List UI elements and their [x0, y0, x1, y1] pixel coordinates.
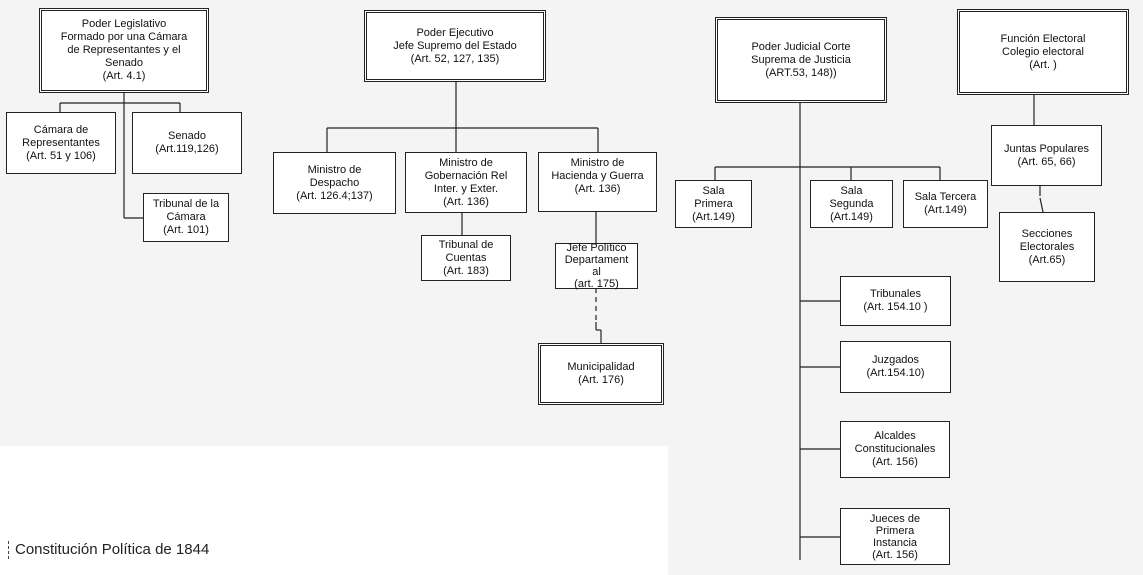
alcaldes-box: Alcaldes Constitucionales (Art. 156)	[840, 421, 950, 478]
sala-tercera-box: Sala Tercera (Art.149)	[903, 180, 988, 228]
municipalidad-label: Municipalidad (Art. 176)	[567, 361, 635, 386]
jueces-primera-instancia-box: Jueces de Primera Instancia (Art. 156)	[840, 508, 950, 565]
camara-representantes-box: Cámara de Representantes (Art. 51 y 106)	[6, 112, 116, 174]
tribunal-camara-box: Tribunal de la Cámara (Art. 101)	[143, 193, 229, 242]
juzgados-label: Juzgados (Art.154.10)	[866, 354, 925, 379]
tribunales-box: Tribunales (Art. 154.10 )	[840, 276, 951, 326]
sala-tercera-label: Sala Tercera (Art.149)	[914, 191, 977, 216]
ejecutivo-head-box: Poder Ejecutivo Jefe Supremo del Estado …	[364, 10, 546, 82]
ministro-despacho-label: Ministro de Despacho (Art. 126.4;137)	[296, 163, 373, 202]
judicial-head-label: Poder Judicial Corte Suprema de Justicia…	[751, 40, 851, 79]
juntas-populares-box: Juntas Populares (Art. 65, 66)	[991, 125, 1102, 186]
jefe-politico-label: Jefe Político Departament al (art. 175)	[564, 242, 629, 290]
municipalidad-box: Municipalidad (Art. 176)	[538, 343, 664, 405]
ministro-gobernacion-box: Ministro de Gobernación Rel Inter. y Ext…	[405, 152, 527, 213]
judicial-head-box: Poder Judicial Corte Suprema de Justicia…	[715, 17, 887, 103]
camara-representantes-label: Cámara de Representantes (Art. 51 y 106)	[22, 123, 100, 162]
ministro-gobernacion-label: Ministro de Gobernación Rel Inter. y Ext…	[424, 157, 508, 208]
senado-label: Senado (Art.119,126)	[155, 130, 219, 155]
secciones-electorales-label: Secciones Electorales (Art.65)	[1019, 227, 1075, 266]
sala-primera-box: Sala Primera (Art.149)	[675, 180, 752, 228]
senado-box: Senado (Art.119,126)	[132, 112, 242, 174]
jueces-primera-instancia-label: Jueces de Primera Instancia (Art. 156)	[869, 512, 921, 561]
figure-caption: Constitución Política de 1844	[8, 541, 209, 559]
sala-segunda-box: Sala Segunda (Art.149)	[810, 180, 893, 228]
legislativo-head-box: Poder Legislativo Formado por una Cámara…	[39, 8, 209, 93]
legislativo-head-label: Poder Legislativo Formado por una Cámara…	[60, 18, 188, 82]
juzgados-box: Juzgados (Art.154.10)	[840, 341, 951, 393]
electoral-head-box: Función Electoral Colegio electoral (Art…	[957, 9, 1129, 95]
sala-segunda-label: Sala Segunda (Art.149)	[829, 184, 874, 223]
tribunal-cuentas-box: Tribunal de Cuentas (Art. 183)	[421, 235, 511, 281]
tribunal-camara-label: Tribunal de la Cámara (Art. 101)	[152, 198, 220, 236]
ministro-hacienda-box: Ministro de Hacienda y Guerra (Art. 136)	[538, 152, 657, 212]
ministro-despacho-box: Ministro de Despacho (Art. 126.4;137)	[273, 152, 396, 214]
sala-primera-label: Sala Primera (Art.149)	[692, 184, 735, 223]
secciones-electorales-box: Secciones Electorales (Art.65)	[999, 212, 1095, 282]
alcaldes-label: Alcaldes Constitucionales (Art. 156)	[854, 430, 936, 468]
tribunal-cuentas-label: Tribunal de Cuentas (Art. 183)	[438, 238, 494, 277]
ministro-hacienda-label: Ministro de Hacienda y Guerra (Art. 136)	[551, 157, 644, 195]
electoral-head-label: Función Electoral Colegio electoral (Art…	[1000, 32, 1086, 71]
jefe-politico-box: Jefe Político Departament al (art. 175)	[555, 242, 638, 290]
juntas-populares-label: Juntas Populares (Art. 65, 66)	[1004, 142, 1089, 168]
tribunales-label: Tribunales (Art. 154.10 )	[863, 288, 928, 313]
ejecutivo-head-label: Poder Ejecutivo Jefe Supremo del Estado …	[393, 26, 517, 65]
